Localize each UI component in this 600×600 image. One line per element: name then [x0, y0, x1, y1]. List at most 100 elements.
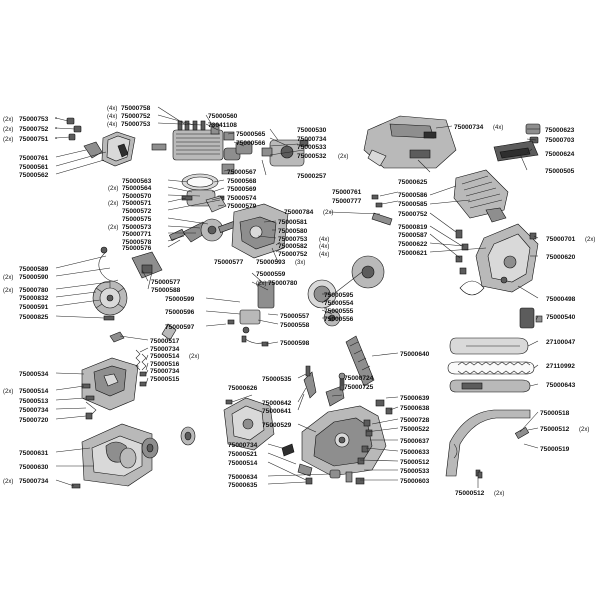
callout: 75000589 — [19, 266, 49, 273]
fan-housing-center — [223, 397, 275, 451]
caps-bottom — [329, 469, 365, 485]
callout: 75000534 — [19, 371, 49, 378]
oil-pump — [227, 281, 275, 347]
callout: 75000532(2x) — [297, 153, 348, 160]
callout: 75000515 — [150, 376, 180, 383]
callout: 75000512(2x) — [540, 426, 589, 433]
svg-text:75000734: 75000734 — [150, 368, 180, 375]
callout: 75000641 — [262, 408, 292, 415]
svg-text:75000631: 75000631 — [19, 450, 49, 457]
callout: (2x)75000751 — [3, 136, 49, 143]
svg-text:75000589: 75000589 — [19, 266, 49, 273]
svg-text:75000752: 75000752 — [19, 126, 49, 133]
svg-text:75000559: 75000559 — [256, 271, 286, 278]
callout: 75000512(2x) — [455, 490, 504, 497]
svg-text:75000575: 75000575 — [122, 216, 152, 223]
svg-text:75000571: 75000571 — [122, 200, 152, 207]
svg-text:75000734: 75000734 — [150, 346, 180, 353]
callout: (2x)75000753 — [3, 116, 49, 123]
svg-text:75000574: 75000574 — [227, 195, 257, 202]
svg-text:75000593: 75000593 — [256, 259, 286, 266]
callout: 75000586 — [398, 192, 428, 199]
svg-text:(2x): (2x) — [338, 154, 348, 160]
callout: 75000603 — [400, 478, 430, 485]
callout: 75000596 — [165, 309, 195, 316]
svg-text:75000734: 75000734 — [454, 124, 484, 131]
svg-text:(2x): (2x) — [323, 210, 333, 216]
side-cover-right — [475, 223, 539, 293]
callout: 75000703 — [545, 137, 575, 144]
piston-assembly — [181, 173, 225, 207]
callout: 75000599 — [165, 296, 195, 303]
svg-text:75000257: 75000257 — [297, 173, 327, 180]
callout: 27110992 — [546, 363, 575, 370]
callout: 75000625 — [398, 179, 428, 186]
svg-text:75000752: 75000752 — [278, 251, 308, 258]
svg-text:(2x): (2x) — [3, 479, 13, 485]
callout: 27100047 — [546, 339, 576, 346]
svg-text:(2x): (2x) — [108, 225, 118, 231]
svg-text:(4x): (4x) — [319, 252, 329, 258]
svg-text:(4x): (4x) — [493, 125, 503, 131]
svg-text:75000534: 75000534 — [19, 371, 49, 378]
callout: 75000566 — [236, 140, 266, 147]
svg-text:75000563: 75000563 — [122, 178, 152, 185]
callout: 75000557 — [280, 313, 310, 320]
callout: 75000512 — [400, 459, 430, 466]
svg-text:75000599: 75000599 — [165, 296, 195, 303]
callout: 75000593(3x) — [256, 259, 305, 266]
svg-text:75000637: 75000637 — [400, 438, 430, 445]
svg-text:75000578: 75000578 — [122, 239, 152, 246]
svg-text:75000565: 75000565 — [236, 131, 266, 138]
rear-handle — [81, 357, 139, 420]
callout: 75000634 — [228, 474, 258, 481]
main-housing — [301, 405, 387, 477]
svg-text:75000621: 75000621 — [398, 250, 428, 257]
svg-text:75000641: 75000641 — [262, 408, 292, 415]
callout: 75000640 — [400, 351, 430, 358]
leader-lines — [55, 106, 540, 488]
svg-text:75000620: 75000620 — [546, 254, 576, 261]
callout: 75000533 — [297, 144, 327, 151]
svg-text:75000577: 75000577 — [214, 259, 244, 266]
air-filter-housing — [83, 131, 136, 167]
callout: 75000626 — [228, 385, 258, 392]
svg-text:75000832: 75000832 — [19, 295, 49, 302]
callout: 75000562 — [19, 172, 49, 179]
svg-text:75000535: 75000535 — [262, 376, 292, 383]
svg-text:75000638: 75000638 — [400, 405, 430, 412]
callout: (4x)75000753 — [107, 121, 151, 128]
front-handle — [445, 409, 531, 477]
svg-text:75000598: 75000598 — [280, 340, 310, 347]
svg-text:(4x): (4x) — [319, 237, 329, 243]
callout: 75000556 — [324, 316, 354, 323]
svg-text:75000560: 75000560 — [208, 113, 238, 120]
callout: 75000588 — [151, 287, 181, 294]
svg-text:75000566: 75000566 — [236, 140, 266, 147]
callout: 75000752 — [398, 211, 428, 218]
callout: 75000561 — [19, 164, 49, 171]
svg-text:75000819: 75000819 — [398, 224, 428, 231]
svg-text:75000591: 75000591 — [19, 304, 49, 311]
callout: 75000832 — [19, 295, 49, 302]
callout: 75000585 — [398, 201, 428, 208]
svg-text:(2x): (2x) — [3, 288, 13, 294]
svg-text:(4x): (4x) — [107, 114, 117, 120]
svg-text:75000728: 75000728 — [400, 417, 430, 424]
callout: 75000522 — [400, 426, 430, 433]
svg-text:75000725: 75000725 — [344, 384, 374, 391]
svg-text:73041108: 73041108 — [208, 122, 237, 129]
part-illustrations — [66, 115, 543, 489]
svg-text:75000701: 75000701 — [546, 236, 576, 243]
svg-text:75000626: 75000626 — [228, 385, 258, 392]
callout: 75000498 — [546, 296, 576, 303]
svg-text:75000568: 75000568 — [227, 178, 257, 185]
callout: 75000535 — [262, 376, 292, 383]
callout: 75000576 — [122, 245, 152, 252]
svg-text:75000752: 75000752 — [398, 211, 428, 218]
svg-text:75000643: 75000643 — [546, 382, 576, 389]
callout: 75000752 (4x) — [278, 251, 329, 258]
screws-right-middle — [371, 194, 537, 296]
